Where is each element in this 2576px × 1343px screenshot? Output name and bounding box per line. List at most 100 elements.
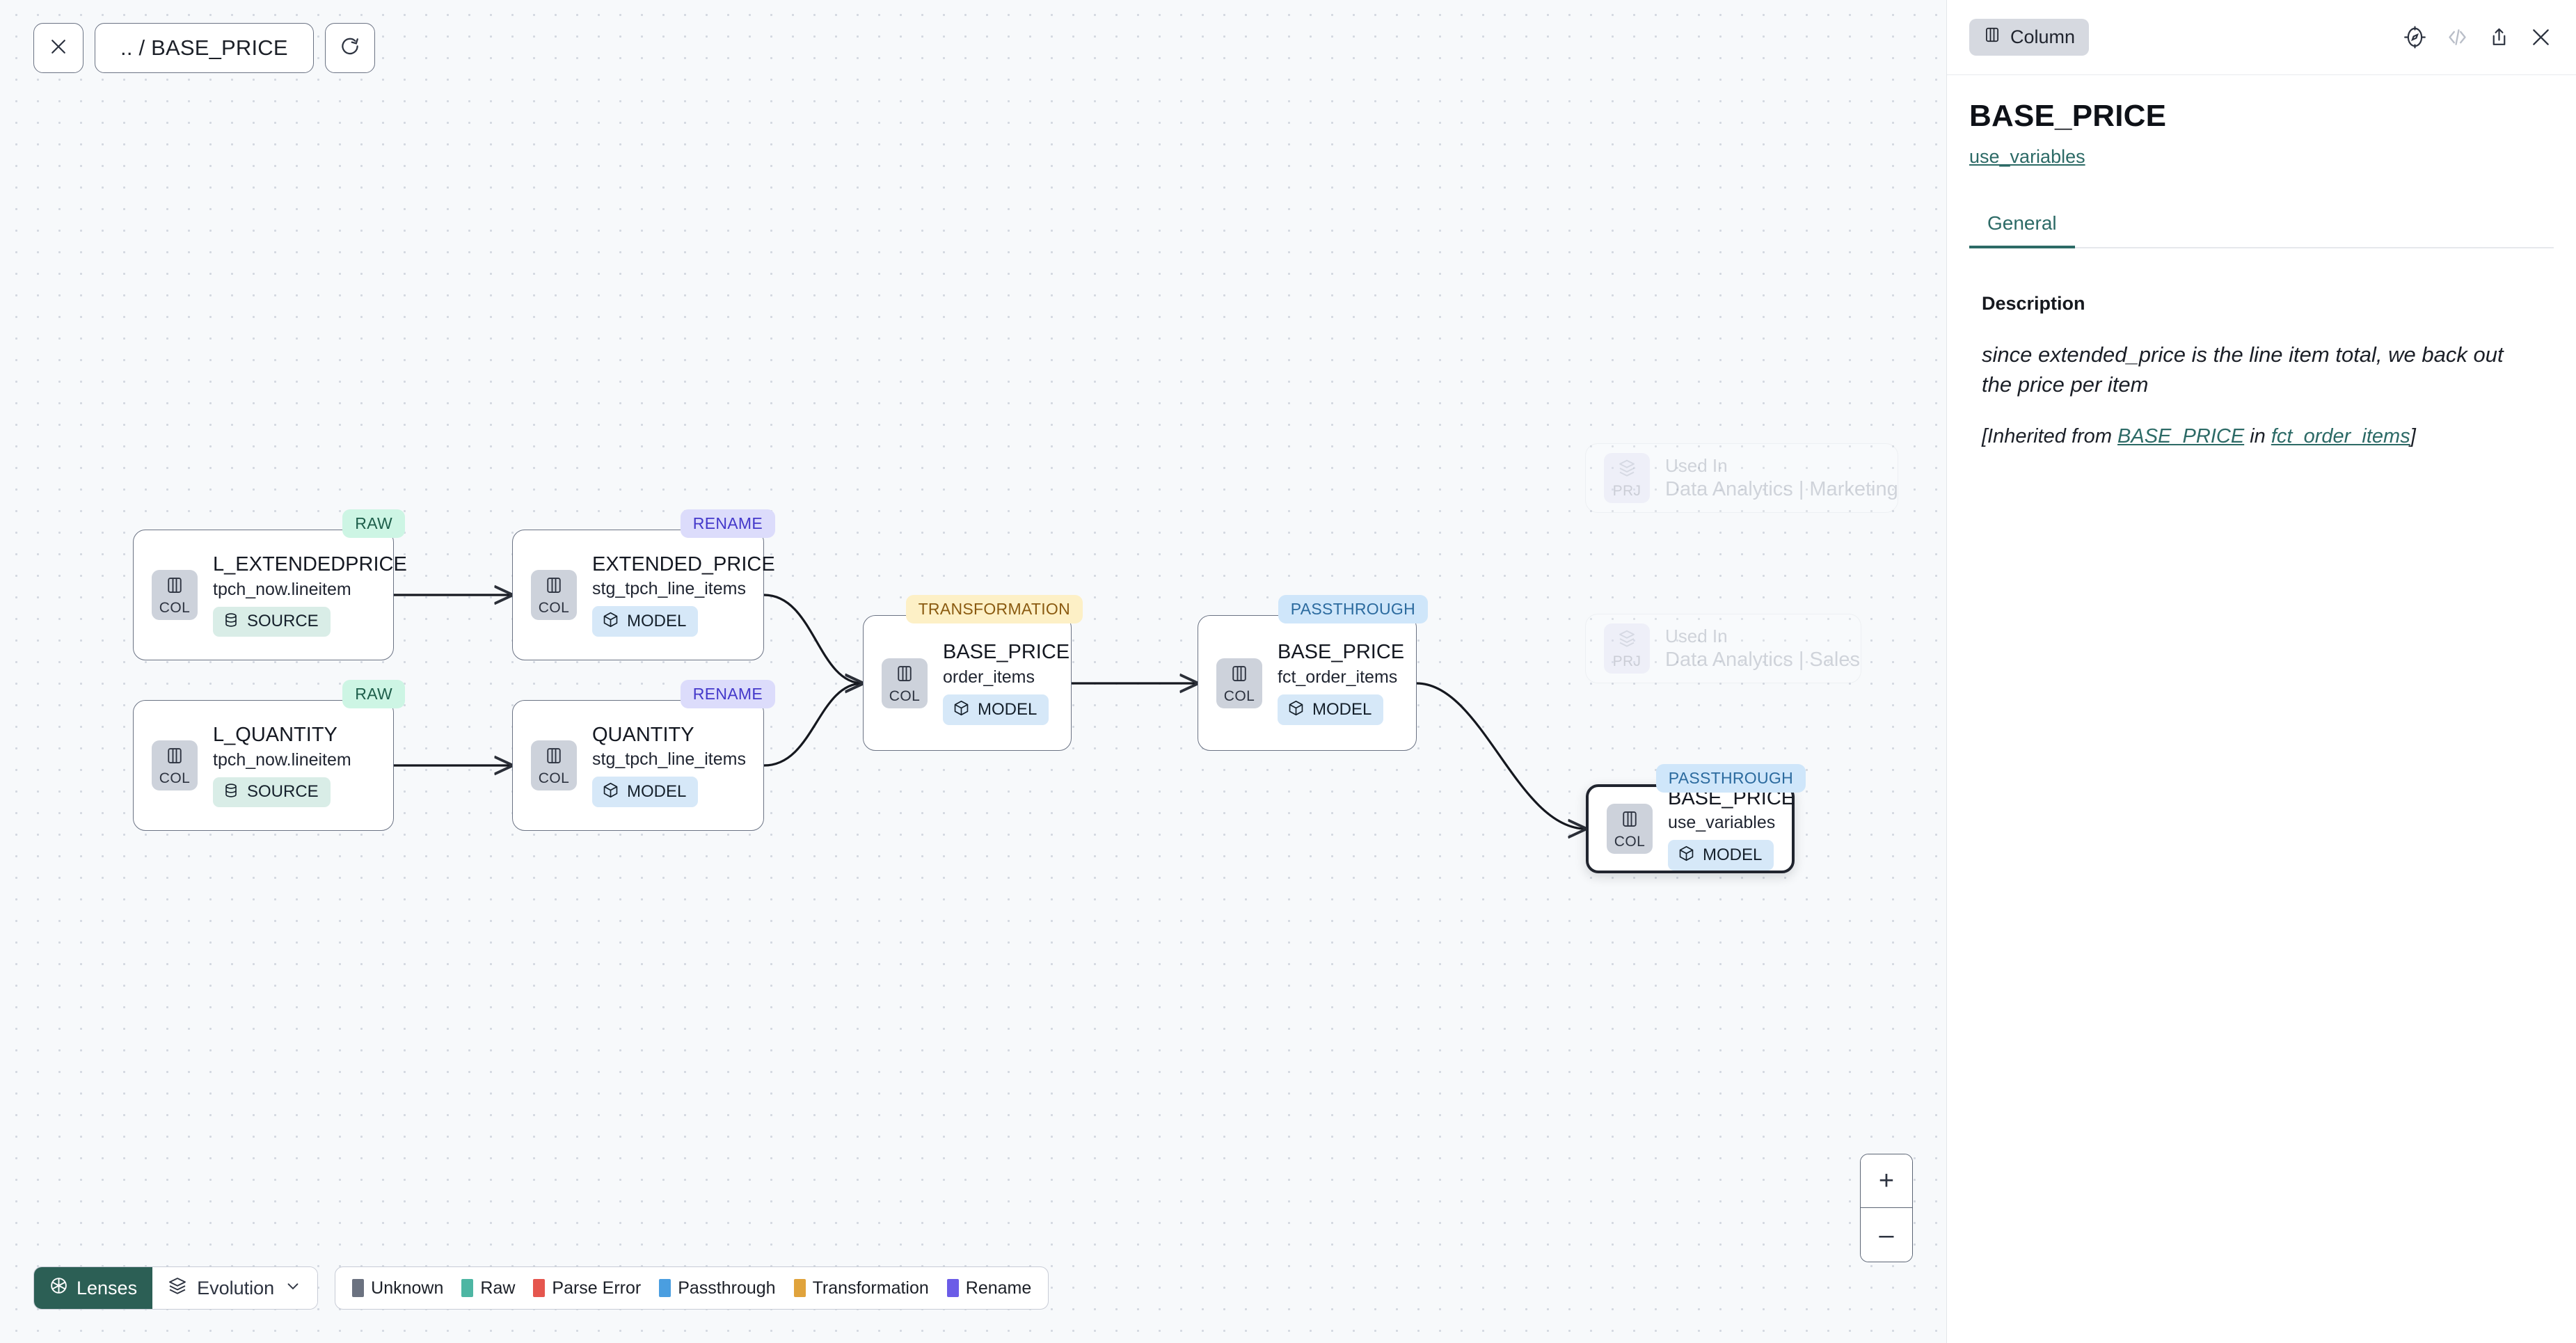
node-subtitle: order_items [943, 667, 1035, 687]
inherit-model-link[interactable]: fct_order_items [2271, 424, 2410, 447]
inherit-suffix: ] [2410, 424, 2416, 447]
node-kind-pill: SOURCE [213, 606, 331, 637]
node-type-badge: COL [1216, 658, 1262, 708]
column-icon [543, 745, 564, 770]
zoom-in-button[interactable]: + [1861, 1154, 1912, 1208]
lenses-evolution-group: Lenses Evolution [33, 1266, 319, 1310]
legend-label: Passthrough [678, 1278, 776, 1298]
node-kind-label: MODEL [1312, 699, 1372, 719]
node-type-label: COL [159, 770, 191, 786]
code-icon[interactable] [2446, 26, 2469, 49]
share-icon[interactable] [2488, 26, 2510, 48]
inherit-column-link[interactable]: BASE_PRICE [2117, 424, 2245, 447]
node-kind-pill: SOURCE [213, 777, 331, 807]
node-title: L_QUANTITY [213, 724, 337, 747]
refresh-button[interactable] [324, 23, 375, 73]
node-type-label: COL [538, 600, 570, 616]
node-title: L_EXTENDEDPRICE [213, 553, 407, 576]
panel-header-actions [2403, 26, 2552, 49]
node-status-tag-fct_order_items: PASSTHROUGH [1278, 595, 1428, 623]
close-panel-icon[interactable] [2529, 26, 2552, 49]
node-status-tag-l_extendedprice: RAW [342, 509, 405, 538]
node-kind-label: SOURCE [247, 782, 319, 802]
legend-swatch [533, 1279, 546, 1297]
inherit-prefix: [Inherited from [1982, 424, 2118, 447]
node-kind-label: MODEL [1703, 845, 1763, 865]
legend-item-unknown[interactable]: Unknown [352, 1278, 443, 1298]
node-type-badge: COL [531, 740, 577, 790]
node-type-label: COL [538, 770, 570, 786]
cube-icon [1678, 845, 1695, 866]
node-title: EXTENDED_PRICE [592, 553, 775, 575]
canvas-toolbar: .. / BASE_PRICE [33, 23, 375, 73]
node-title: BASE_PRICE [943, 641, 1070, 664]
node-title: BASE_PRICE [1278, 641, 1405, 664]
description-section: Description since extended_price is the … [1969, 248, 2554, 448]
legend-item-transformation[interactable]: Transformation [793, 1278, 929, 1298]
cube-icon [953, 699, 970, 720]
node-status-tag-extended_price: RENAME [680, 509, 775, 538]
legend-item-parse-error[interactable]: Parse Error [533, 1278, 641, 1298]
entity-type-label: Column [2010, 26, 2076, 47]
refresh-icon [340, 36, 360, 61]
node-subtitle: stg_tpch_line_items [592, 579, 746, 599]
node-kind-label: MODEL [978, 699, 1037, 719]
zoom-controls: + – [1860, 1154, 1913, 1262]
node-kind-label: MODEL [627, 612, 687, 631]
node-kind-label: MODEL [627, 782, 687, 802]
legend-item-raw[interactable]: Raw [461, 1278, 515, 1298]
node-kind-pill: MODEL [1668, 840, 1774, 871]
column-icon [1229, 663, 1250, 688]
lenses-button[interactable]: Lenses [34, 1267, 153, 1309]
close-lineage-button[interactable] [33, 23, 84, 73]
node-kind-pill: MODEL [592, 777, 699, 808]
description-label: Description [1982, 293, 2085, 314]
ghost-type-badge: PRJ [1604, 453, 1650, 503]
database-icon [223, 782, 239, 802]
lenses-label: Lenses [77, 1277, 138, 1298]
node-type-badge: COL [882, 658, 928, 708]
compass-icon[interactable] [2403, 26, 2426, 49]
legend-label: Unknown [371, 1278, 444, 1298]
node-subtitle: use_variables [1668, 813, 1776, 833]
legend-swatch [461, 1279, 474, 1297]
column-icon [543, 575, 564, 599]
ghost-project-name: Data Analytics | Sales [1665, 649, 1860, 672]
legend-item-passthrough[interactable]: Passthrough [659, 1278, 776, 1298]
cube-icon [1287, 699, 1305, 720]
column-icon [1619, 809, 1640, 833]
layers-icon [168, 1276, 187, 1301]
ghost-type-label: PRJ [1612, 483, 1641, 499]
entity-type-chip[interactable]: Column [1969, 19, 2090, 56]
tab-general[interactable]: General [1969, 212, 2075, 248]
evolution-dropdown[interactable]: Evolution [152, 1267, 318, 1309]
ghost-project-name: Data Analytics | Marketing [1665, 478, 1898, 501]
breadcrumb[interactable]: .. / BASE_PRICE [95, 23, 314, 73]
description-inherited-note: [Inherited from BASE_PRICE in fct_order_… [1982, 425, 2541, 448]
parent-model-link[interactable]: use_variables [1969, 146, 2085, 167]
node-type-badge: COL [152, 740, 198, 790]
node-title: QUANTITY [592, 723, 694, 746]
zoom-out-button[interactable]: – [1861, 1208, 1912, 1262]
legend-item-rename[interactable]: Rename [946, 1278, 1031, 1298]
legend-label: Raw [480, 1278, 516, 1298]
panel-tabs: General [1969, 212, 2554, 248]
node-type-badge: COL [1607, 804, 1653, 854]
